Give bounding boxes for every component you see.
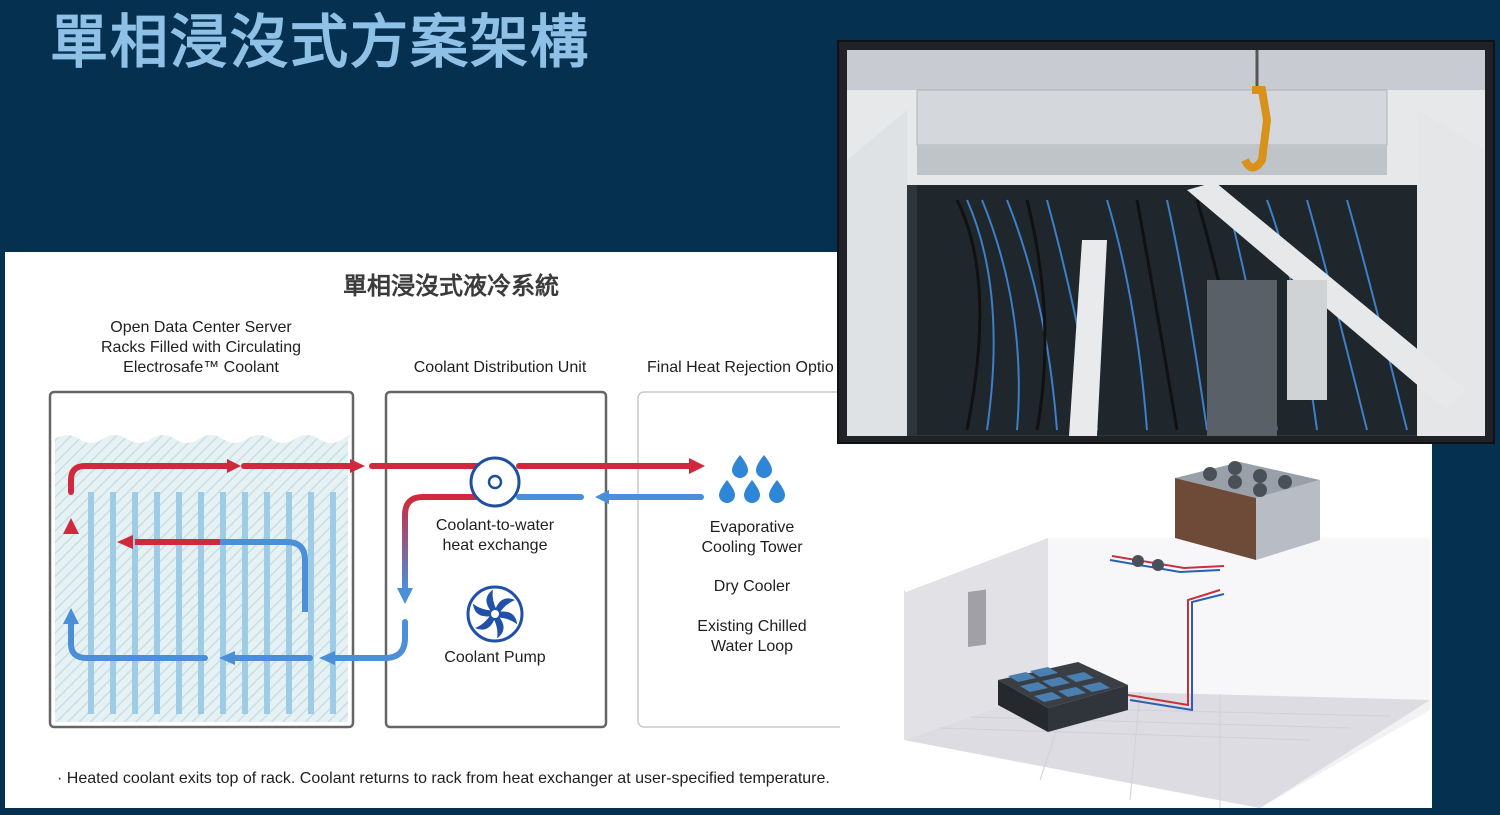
cdu-label: Coolant Distribution Unit — [413, 359, 587, 376]
building-render — [840, 440, 1432, 808]
heat-exchange-label: Coolant-to-water heat exchange — [435, 517, 555, 554]
immersion-tank-photo — [847, 50, 1485, 436]
dry-cooler-render — [1175, 461, 1320, 560]
final-heat-box — [637, 391, 867, 728]
water-drops-icon — [719, 455, 785, 503]
building-render-graphic — [904, 461, 1430, 808]
hot-arrowheads — [63, 458, 705, 534]
immersion-diagram: 單相浸沒式液冷系統 — [5, 252, 897, 808]
footnote-text: Heated coolant exits top of rack. Coolan… — [66, 770, 830, 787]
footnote: · Heated coolant exits top of rack. Cool… — [57, 770, 830, 787]
immersion-tank-photo-graphic — [847, 50, 1485, 436]
cold-arrowheads — [63, 490, 609, 665]
pump-label: Coolant Pump — [444, 649, 546, 666]
cdu-down-flow — [402, 494, 479, 588]
cold-flow — [68, 494, 704, 661]
server-blades — [88, 492, 336, 714]
option-dry-cooler: Dry Cooler — [713, 578, 791, 595]
rack-label: Open Data Center Server Racks Filled wit… — [100, 319, 302, 376]
diagram-title: 單相浸沒式液冷系統 — [343, 272, 559, 300]
rack-tank — [48, 390, 355, 729]
slide-title: 單相浸沒式方案架構 — [50, 8, 591, 76]
pump-icon — [466, 585, 524, 643]
heat-exchanger-icon — [469, 456, 521, 508]
hot-flow — [68, 463, 692, 495]
immersion-tanks-render — [998, 662, 1128, 732]
final-heat-label: Final Heat Rejection Optio — [647, 359, 834, 376]
diagram-graphics — [48, 390, 867, 729]
option-evaporative: Evaporative Cooling Tower — [701, 519, 803, 556]
cdu-box — [384, 390, 608, 729]
option-chilled-water: Existing Chilled Water Loop — [697, 618, 807, 655]
inner-loop — [135, 539, 308, 612]
photo-frame — [837, 40, 1495, 444]
